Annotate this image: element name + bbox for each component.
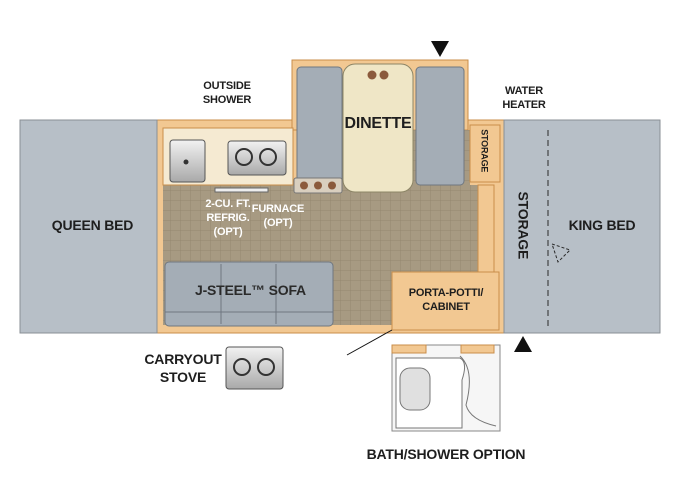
- water-heater-label-1: WATER: [505, 85, 543, 97]
- dinette-seat-right: [415, 66, 465, 186]
- furnace-label-2: (OPT): [263, 217, 293, 229]
- sofa-label: J-STEEL™ SOFA: [195, 282, 306, 298]
- king-bed: [503, 119, 661, 334]
- porta-potti-cabinet: [391, 271, 500, 331]
- stove-icon: [227, 140, 287, 176]
- carryout-stove-icon: [225, 346, 284, 390]
- storage-cabinet: [469, 124, 501, 183]
- door-arrow-icon: [514, 336, 532, 352]
- refrig-label-2: REFRIG.: [206, 212, 250, 224]
- porta-potti-label-2: CABINET: [422, 301, 470, 313]
- dinette-table: [342, 63, 414, 193]
- sofa: [164, 261, 334, 327]
- door-pointer-line: [346, 329, 393, 356]
- carryout-stove-label-1: CARRYOUT: [144, 351, 222, 367]
- porta-potti-label-1: PORTA-POTTI/: [408, 287, 484, 299]
- water-heater-label-2: HEATER: [502, 99, 546, 111]
- queen-bed-label: QUEEN BED: [51, 217, 134, 233]
- refrig-top: [214, 187, 269, 193]
- bath-shower-option-diagram: [391, 344, 501, 432]
- door-arrow-icon: [431, 41, 449, 57]
- dinette-label: DINETTE: [344, 115, 412, 132]
- outside-shower-label-2: SHOWER: [202, 94, 252, 106]
- storage-small-label: STORAGE: [479, 129, 490, 173]
- queen-bed: [19, 119, 158, 334]
- outside-shower-label-1: OUTSIDE: [203, 80, 251, 92]
- dinette-seat-left: [296, 66, 343, 186]
- furnace-label-1: FURNACE: [251, 203, 305, 215]
- king-bed-slide-icon: [551, 243, 571, 263]
- refrig-label-1: 2-CU. FT.: [205, 198, 251, 210]
- table-cupholder: [379, 70, 389, 80]
- control-knobs: [293, 177, 343, 194]
- storage-panel: [477, 184, 495, 274]
- table-cupholder: [367, 70, 377, 80]
- bath-shower-option-label: BATH/SHOWER OPTION: [366, 446, 526, 462]
- king-bed-label: KING BED: [568, 217, 636, 233]
- sink-icon: [169, 139, 206, 183]
- refrig-label-3: (OPT): [213, 226, 243, 238]
- storage-vertical-label: STORAGE: [515, 191, 532, 260]
- carryout-stove-label-2: STOVE: [159, 369, 207, 385]
